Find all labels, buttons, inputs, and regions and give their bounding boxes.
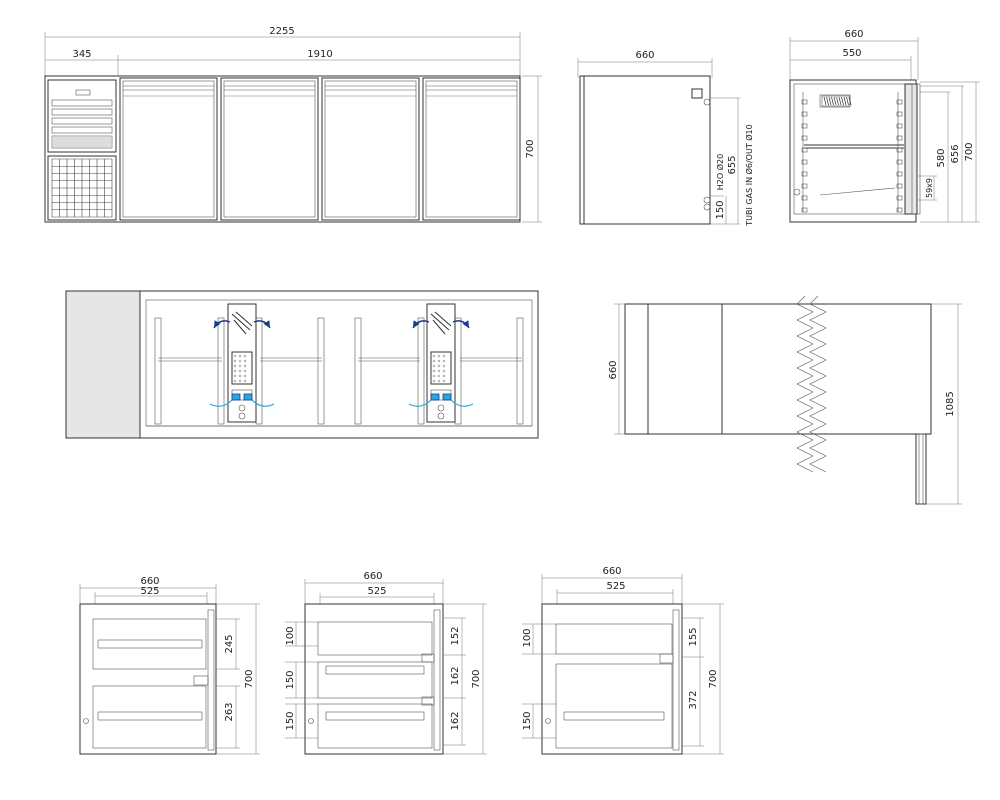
side-depth-label: 660 xyxy=(635,50,654,61)
section-inner-depth-label: 550 xyxy=(842,48,861,59)
side-view: 660 150 H2O Ø20 655 TUBI GAS IN Ø6/OUT Ø… xyxy=(577,50,754,227)
front-door xyxy=(422,77,521,221)
variant3-dim-1: 155 xyxy=(688,627,699,646)
variant2-dim-1: 152 xyxy=(450,626,461,645)
variant1-width-label: 660 xyxy=(140,576,159,587)
variant3-inner-width-label: 525 xyxy=(606,581,625,592)
front-height-label: 700 xyxy=(525,139,536,158)
front-view: 2255 345 1910 700 xyxy=(44,26,542,223)
top-view: 660 1085 xyxy=(608,295,962,505)
plan-shelves xyxy=(154,317,524,425)
plan-view xyxy=(65,290,539,439)
air-grill xyxy=(47,155,117,221)
variant3-height-label: 700 xyxy=(708,669,719,688)
variant1-inner-width-label: 525 xyxy=(140,586,159,597)
drawer-variant-3: 660 525 100 150 155 372 700 xyxy=(522,566,724,755)
side-cabinet-outline xyxy=(579,75,711,225)
section-rails xyxy=(801,92,903,213)
top-cabinet-outline xyxy=(624,303,932,435)
front-door xyxy=(321,77,420,221)
drawer-variant-2: 660 525 100 150 150 152 162 162 xyxy=(285,571,487,755)
h2o-label: H2O Ø20 xyxy=(715,154,725,190)
vent-slots xyxy=(51,135,113,149)
variant2-dim-3: 162 xyxy=(450,711,461,730)
front-total-width-label: 2255 xyxy=(269,26,294,37)
top-height-label: 1085 xyxy=(945,391,956,416)
side-bottom-offset-label: 150 xyxy=(715,200,726,219)
variant3-side-dim-1: 100 xyxy=(522,628,533,647)
variant2-height-label: 700 xyxy=(471,669,482,688)
front-left-width-label: 345 xyxy=(72,49,91,60)
front-doors-width-label: 1910 xyxy=(307,49,332,60)
section-h3-label: 700 xyxy=(964,142,975,161)
variant2-side-dim-3: 150 xyxy=(285,711,296,730)
variant2-side-dim-2: 150 xyxy=(285,670,296,689)
variant2-inner-width-label: 525 xyxy=(367,586,386,597)
front-doors xyxy=(119,77,521,221)
evaporator-unit xyxy=(408,303,474,423)
section-grill-label: 59x9 xyxy=(925,178,934,198)
section-cabinet-outline xyxy=(789,79,917,223)
top-depth-label: 660 xyxy=(608,360,619,379)
plan-cabinet-outline xyxy=(139,290,539,439)
variant3-width-label: 660 xyxy=(602,566,621,577)
front-door xyxy=(119,77,218,221)
variant2-side-dim-1: 100 xyxy=(285,626,296,645)
plan-motor-block xyxy=(65,290,141,439)
section-h2-label: 656 xyxy=(950,144,961,163)
gas-pipes-label: TUBI GAS IN Ø6/OUT Ø10 xyxy=(744,124,754,226)
evaporator-unit xyxy=(209,303,275,423)
variant2-dim-2: 162 xyxy=(450,666,461,685)
side-pipe-height-label: 655 xyxy=(727,155,738,174)
variant3-dim-2: 372 xyxy=(688,690,699,709)
drawer-variant-1: 660 525 245 263 700 xyxy=(79,576,260,755)
variant3-side-dim-2: 150 xyxy=(522,711,533,730)
variant1-bottom-drawer-label: 263 xyxy=(224,702,235,721)
variant1-top-drawer-label: 245 xyxy=(224,634,235,653)
variant1-height-label: 700 xyxy=(244,669,255,688)
front-door xyxy=(220,77,319,221)
control-panel xyxy=(47,79,117,221)
compressor-grill xyxy=(821,95,852,107)
section-outer-depth-label: 660 xyxy=(844,29,863,40)
front-dimensions: 2255 345 1910 700 xyxy=(44,26,542,223)
section-view: 660 550 580 656 700 59x9 xyxy=(789,29,980,223)
plan-evaporator-units xyxy=(209,303,474,423)
variant2-width-label: 660 xyxy=(363,571,382,582)
section-h1-label: 580 xyxy=(936,148,947,167)
